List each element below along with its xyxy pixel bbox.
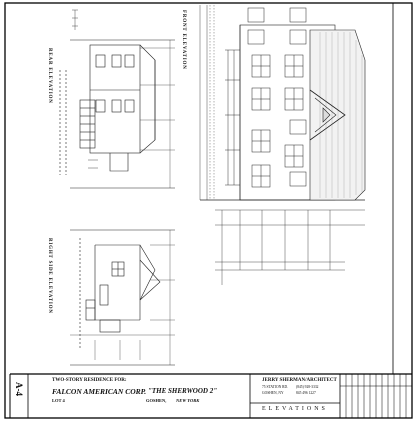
architect-address: 75 STATION RD. <box>262 385 288 389</box>
front-elevation-label: FRONT ELEVATION <box>181 10 186 70</box>
title-client: FALCON AMERICAN CORP. <box>52 387 147 396</box>
sheet-number: A-4 <box>14 382 24 396</box>
sheet-border <box>4 2 413 419</box>
architect-fax: 845 496 1227 <box>296 391 316 395</box>
title-town: GOSHEN, <box>146 398 167 403</box>
front-elevation <box>199 5 366 285</box>
title-state: NEW YORK <box>176 398 200 403</box>
title-lot: LOT 4 <box>52 398 65 403</box>
rear-elevation-label: REAR ELEVATION <box>47 48 52 104</box>
right-side-elevation-label: RIGHT SIDE ELEVATION <box>47 238 52 314</box>
title-subtitle: TWO-STORY RESIDENCE FOR: <box>52 378 127 383</box>
right-side-elevation <box>70 229 175 366</box>
title-block-frame <box>27 374 412 418</box>
architect-city: GOSHEN, NY <box>262 391 284 395</box>
sheet-title: ELEVATIONS <box>262 406 328 412</box>
architect-name: JERRY SHERMAN/ARCHITECT <box>262 378 337 383</box>
title-project: "THE SHERWOOD 2" <box>148 387 218 395</box>
architect-phone: (845) 928-3332 <box>296 385 319 389</box>
rear-elevation <box>59 9 175 189</box>
front-windows <box>247 7 307 188</box>
